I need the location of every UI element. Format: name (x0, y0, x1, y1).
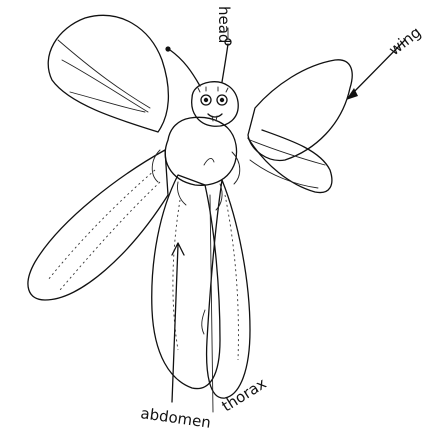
abdomen-label: abdomen (139, 404, 212, 432)
lower-right-wing (207, 180, 250, 398)
upper-right-wing (248, 60, 352, 193)
thorax-label: thorax (219, 374, 270, 415)
abdomen-pointer-arrow (172, 243, 184, 402)
upper-left-wing (48, 15, 168, 132)
lower-left-wing (28, 150, 168, 300)
antennae (165, 39, 231, 86)
head-label: head (215, 6, 233, 43)
wing-label: wing (385, 23, 424, 59)
